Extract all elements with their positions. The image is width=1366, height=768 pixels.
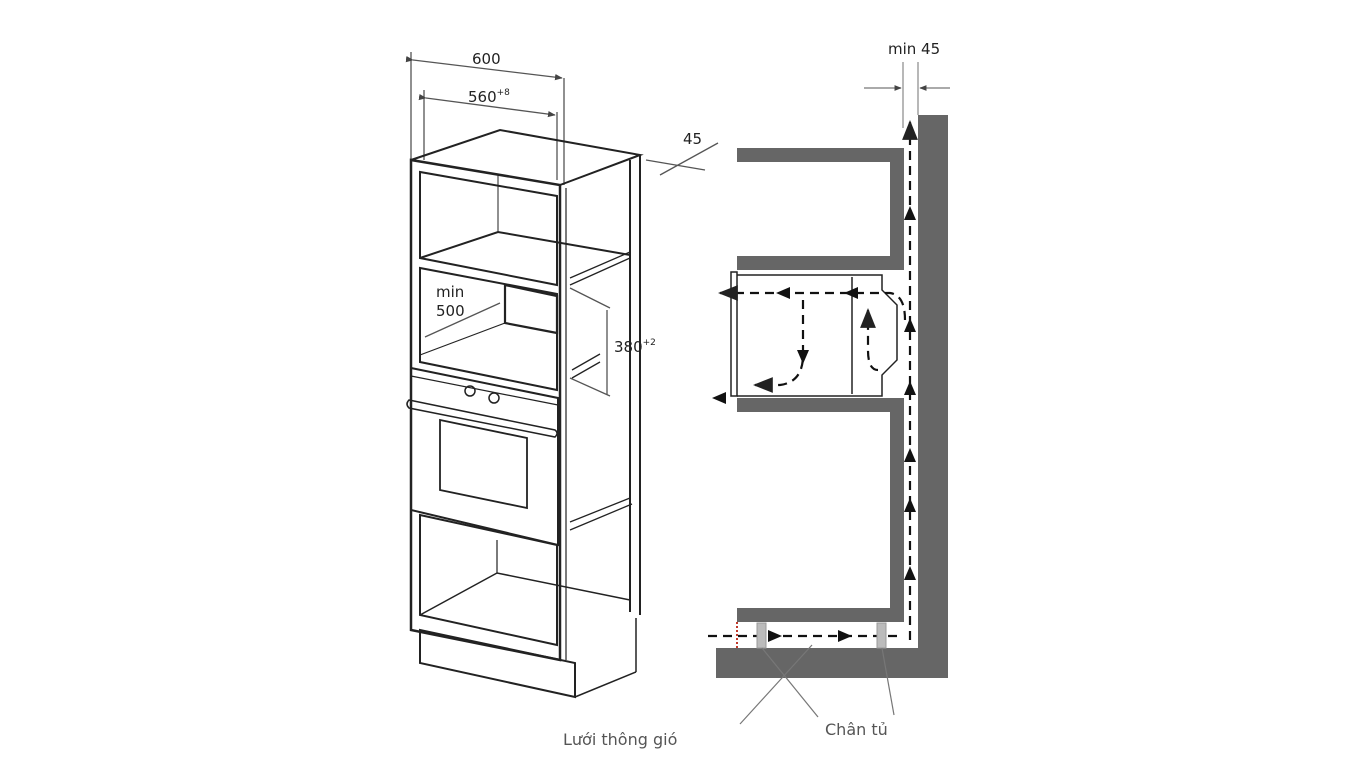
oven-knob-icon [464, 385, 476, 397]
cabinet-foot [876, 622, 887, 649]
label-vent-grille: Lưới thông gió [563, 730, 677, 749]
cabinet-3d-view [405, 52, 719, 699]
ventilation-section-view [708, 62, 950, 725]
lower-cabinet [737, 398, 904, 622]
wall-floor [716, 115, 948, 678]
dim-niche-height: 380+2 [614, 338, 656, 356]
dim-min-depth: 500 [436, 302, 465, 320]
built-in-appliance [730, 271, 898, 397]
dim-total-width: 600 [472, 50, 501, 68]
dimension-lines [405, 52, 719, 397]
airflow-arrows [708, 120, 918, 640]
dim-inner-width: 560+8 [468, 88, 510, 106]
airflow-arrowheads [712, 206, 916, 642]
oven [406, 366, 559, 547]
dim-wall-gap: min 45 [888, 40, 940, 58]
dim-depth-offset: 45 [683, 130, 702, 148]
dim-min-label: min [436, 283, 464, 301]
upper-cabinet [737, 148, 904, 270]
oven-knob-icon [488, 392, 500, 404]
cabinet-foot [756, 622, 767, 649]
label-cabinet-feet: Chân tủ [825, 720, 888, 739]
